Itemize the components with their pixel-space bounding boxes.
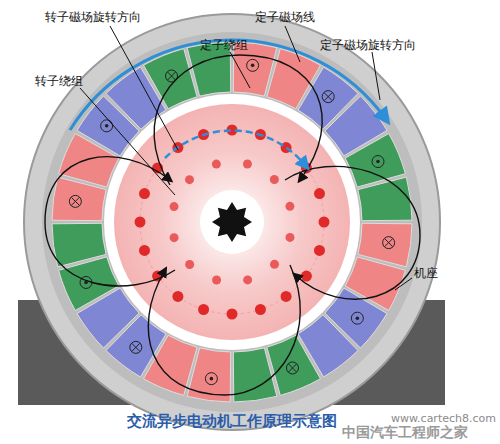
current-symbol bbox=[372, 156, 384, 168]
current-dot bbox=[376, 160, 380, 164]
shaft-ring bbox=[200, 190, 264, 254]
current-dot bbox=[105, 124, 109, 128]
current-symbol bbox=[286, 362, 298, 374]
stator-slot bbox=[52, 223, 106, 267]
watermark-url: www.cartech8.com bbox=[391, 412, 496, 425]
stator-slot bbox=[345, 134, 405, 188]
rotor-bar-inner bbox=[285, 233, 294, 242]
current-cross bbox=[288, 364, 296, 372]
leader-lines bbox=[80, 26, 412, 290]
current-symbol bbox=[383, 237, 395, 249]
rotor-bar bbox=[314, 245, 325, 256]
housing-inner bbox=[42, 32, 422, 412]
rotor-bar bbox=[319, 217, 330, 228]
shaft-star bbox=[212, 202, 252, 242]
rotor-bar bbox=[139, 245, 150, 256]
stator-slot bbox=[358, 177, 412, 221]
current-symbol bbox=[101, 120, 113, 132]
current-symbol bbox=[69, 195, 81, 207]
current-cross bbox=[71, 197, 79, 205]
rotor-bar bbox=[314, 188, 325, 199]
rotor-bar-inner bbox=[243, 275, 252, 284]
rotor-bar bbox=[227, 309, 238, 320]
current-symbol bbox=[130, 341, 142, 353]
base-label: 机座 bbox=[414, 266, 438, 280]
housing bbox=[24, 14, 440, 430]
rotor-bar bbox=[255, 304, 266, 315]
stator-slot bbox=[59, 257, 119, 311]
rotor-field-label: 转子磁场旋转方向 bbox=[45, 10, 141, 24]
rotor-bars bbox=[135, 125, 330, 320]
rotor-bar-inner bbox=[185, 175, 194, 184]
current-dot bbox=[356, 316, 360, 320]
stator-slots bbox=[52, 42, 412, 402]
rotor-bar-inner bbox=[243, 160, 252, 169]
rotor-bar bbox=[281, 291, 292, 302]
rotor-bar bbox=[301, 271, 312, 282]
rotor-bar bbox=[172, 291, 183, 302]
rotor-rotation-arrow bbox=[165, 131, 305, 165]
stator-rotation-arrow bbox=[70, 40, 385, 130]
rotor-bar-inner bbox=[270, 260, 279, 269]
rotor-ring bbox=[140, 130, 324, 314]
rotor-bar-inner bbox=[285, 202, 294, 211]
rotor-bar-inner bbox=[270, 175, 279, 184]
current-cross bbox=[168, 72, 176, 80]
current-cross bbox=[324, 93, 332, 101]
current-dot bbox=[210, 377, 214, 381]
rotor bbox=[114, 104, 350, 340]
rotor-bar bbox=[139, 188, 150, 199]
current-symbol bbox=[351, 312, 363, 324]
field-lines bbox=[45, 55, 420, 395]
current-cross bbox=[132, 343, 140, 351]
rotor-bar-inner bbox=[170, 233, 179, 242]
caption: 交流异步电动机工作原理示意图 bbox=[127, 412, 337, 431]
rotor-bar-inner bbox=[212, 160, 221, 169]
shaft bbox=[212, 202, 252, 242]
current-dot bbox=[251, 64, 255, 68]
current-symbol bbox=[205, 373, 217, 385]
rotor-bar bbox=[135, 217, 146, 228]
current-symbol bbox=[247, 59, 259, 71]
stator-field-label: 定子磁场旋转方向 bbox=[320, 38, 416, 52]
rotor-bar-inner bbox=[185, 260, 194, 269]
rotor-bar-inner bbox=[170, 202, 179, 211]
watermark-name: 中国汽车工程师之家 bbox=[342, 424, 468, 441]
rotor-bar bbox=[198, 304, 209, 315]
rotor-bar-inner bbox=[212, 275, 221, 284]
current-cross bbox=[385, 239, 393, 247]
current-symbol bbox=[322, 91, 334, 103]
stator-winding-label: 定子绕组 bbox=[200, 38, 248, 52]
rotor-winding-label: 转子绕组 bbox=[35, 74, 83, 88]
field-line-label: 定子磁场线 bbox=[255, 10, 315, 24]
